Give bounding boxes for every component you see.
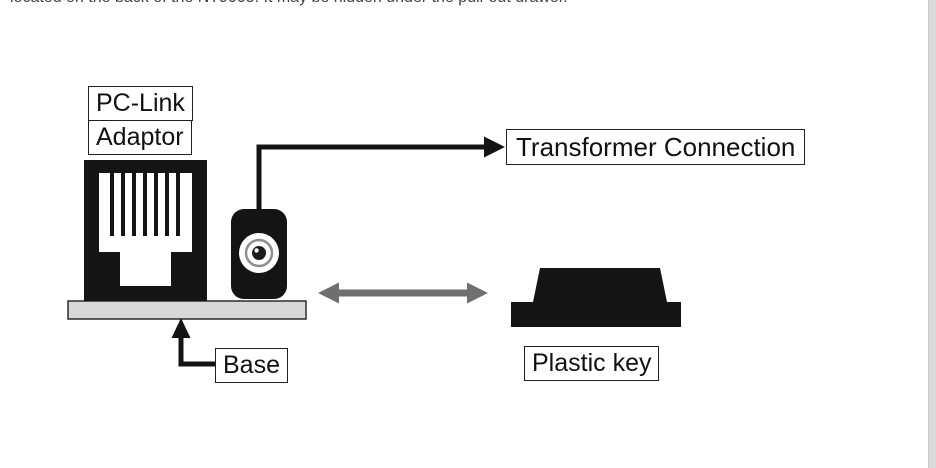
- base-arrow: [171, 318, 215, 367]
- adaptor-label: Adaptor: [88, 119, 192, 155]
- pc-link-label: PC-Link: [88, 86, 193, 121]
- plastic-key-label: Plastic key: [524, 346, 660, 381]
- transformer-arrow: [256, 136, 505, 209]
- barrel-connector-highlight: [254, 248, 259, 253]
- barrel-connector-icon: [231, 209, 287, 299]
- double-arrowhead-right: [467, 282, 488, 304]
- double-arrowhead-left: [318, 282, 339, 304]
- rj11-jack-pins: [110, 173, 180, 236]
- base-arrowhead: [171, 318, 191, 338]
- pc-link-adaptor-labels: PC-Link Adaptor: [88, 86, 193, 155]
- base-bar: [67, 300, 307, 320]
- double-arrow: [318, 282, 488, 304]
- barrel-connector-center: [252, 246, 266, 260]
- scrollbar[interactable]: [928, 0, 936, 468]
- clipped-paragraph: located on the back of the NT9005. It ma…: [10, 0, 568, 7]
- barrel-connector-mid-ring: [244, 238, 274, 268]
- transformer-arrowhead: [484, 136, 505, 158]
- base-label: Base: [215, 348, 288, 383]
- plastic-key-shape: [511, 268, 681, 327]
- rj11-jack-icon: [84, 160, 207, 301]
- transformer-connection-label: Transformer Connection: [506, 129, 806, 165]
